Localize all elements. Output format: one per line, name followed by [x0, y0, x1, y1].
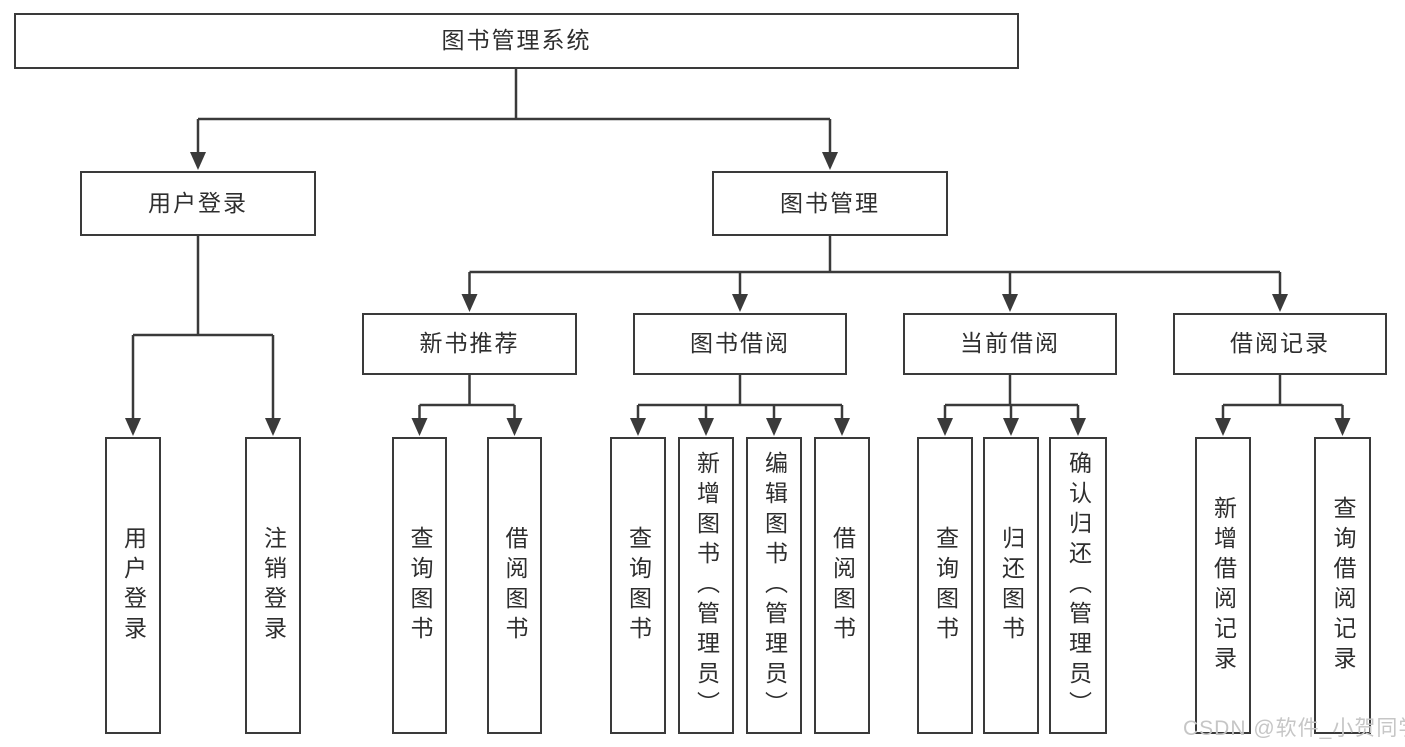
node-new-book-recommend: 新书推荐	[362, 313, 577, 375]
node-label: 新书推荐	[419, 330, 520, 357]
node-label: 借阅记录	[1230, 330, 1330, 357]
node-label: 编辑图书（管理员）	[761, 450, 788, 721]
leaf-br-add-record: 新增借阅记录	[1195, 437, 1251, 734]
node-label: 当前借阅	[960, 330, 1060, 357]
node-label: 新增图书（管理员）	[693, 450, 720, 721]
node-label: 查询图书	[407, 525, 433, 646]
leaf-bb-edit-books-admin: 编辑图书（管理员）	[746, 437, 802, 734]
leaf-nb-query-books: 查询图书	[392, 437, 447, 734]
node-label: 借阅图书	[829, 525, 856, 646]
node-label: 图书管理系统	[441, 27, 592, 54]
node-label: 查询图书	[625, 525, 652, 646]
leaf-br-query-record: 查询借阅记录	[1314, 437, 1371, 734]
node-label: 图书管理	[780, 189, 880, 216]
leaf-bb-query-books: 查询图书	[610, 437, 666, 734]
node-label: 归还图书	[998, 525, 1025, 646]
leaf-bb-add-books-admin: 新增图书（管理员）	[678, 437, 734, 734]
node-label: 确认归还（管理员）	[1065, 450, 1092, 721]
node-label: 新增借阅记录	[1210, 495, 1237, 676]
leaf-bb-borrow-books: 借阅图书	[814, 437, 870, 734]
node-label: 查询借阅记录	[1330, 495, 1356, 676]
node-label: 用户登录	[120, 525, 147, 646]
node-current-borrow: 当前借阅	[903, 313, 1117, 375]
watermark: CSDN @软件_小贺同学	[1183, 717, 1405, 740]
node-book-management: 图书管理	[712, 171, 948, 236]
node-label: 查询图书	[932, 525, 959, 646]
leaf-cb-query-books: 查询图书	[917, 437, 973, 734]
node-book-borrow: 图书借阅	[633, 313, 847, 375]
node-label: 用户登录	[148, 189, 248, 216]
node-root: 图书管理系统	[14, 13, 1019, 69]
leaf-nb-borrow-books: 借阅图书	[487, 437, 542, 734]
node-user-login: 用户登录	[80, 171, 316, 236]
leaf-user-login: 用户登录	[105, 437, 161, 734]
leaf-cb-confirm-return-admin: 确认归还（管理员）	[1049, 437, 1107, 734]
node-label: 注销登录	[260, 525, 287, 646]
leaf-logout: 注销登录	[245, 437, 301, 734]
node-label: 图书借阅	[690, 330, 790, 357]
leaf-cb-return-books: 归还图书	[983, 437, 1039, 734]
node-label: 借阅图书	[502, 525, 528, 646]
node-borrow-records: 借阅记录	[1173, 313, 1387, 375]
